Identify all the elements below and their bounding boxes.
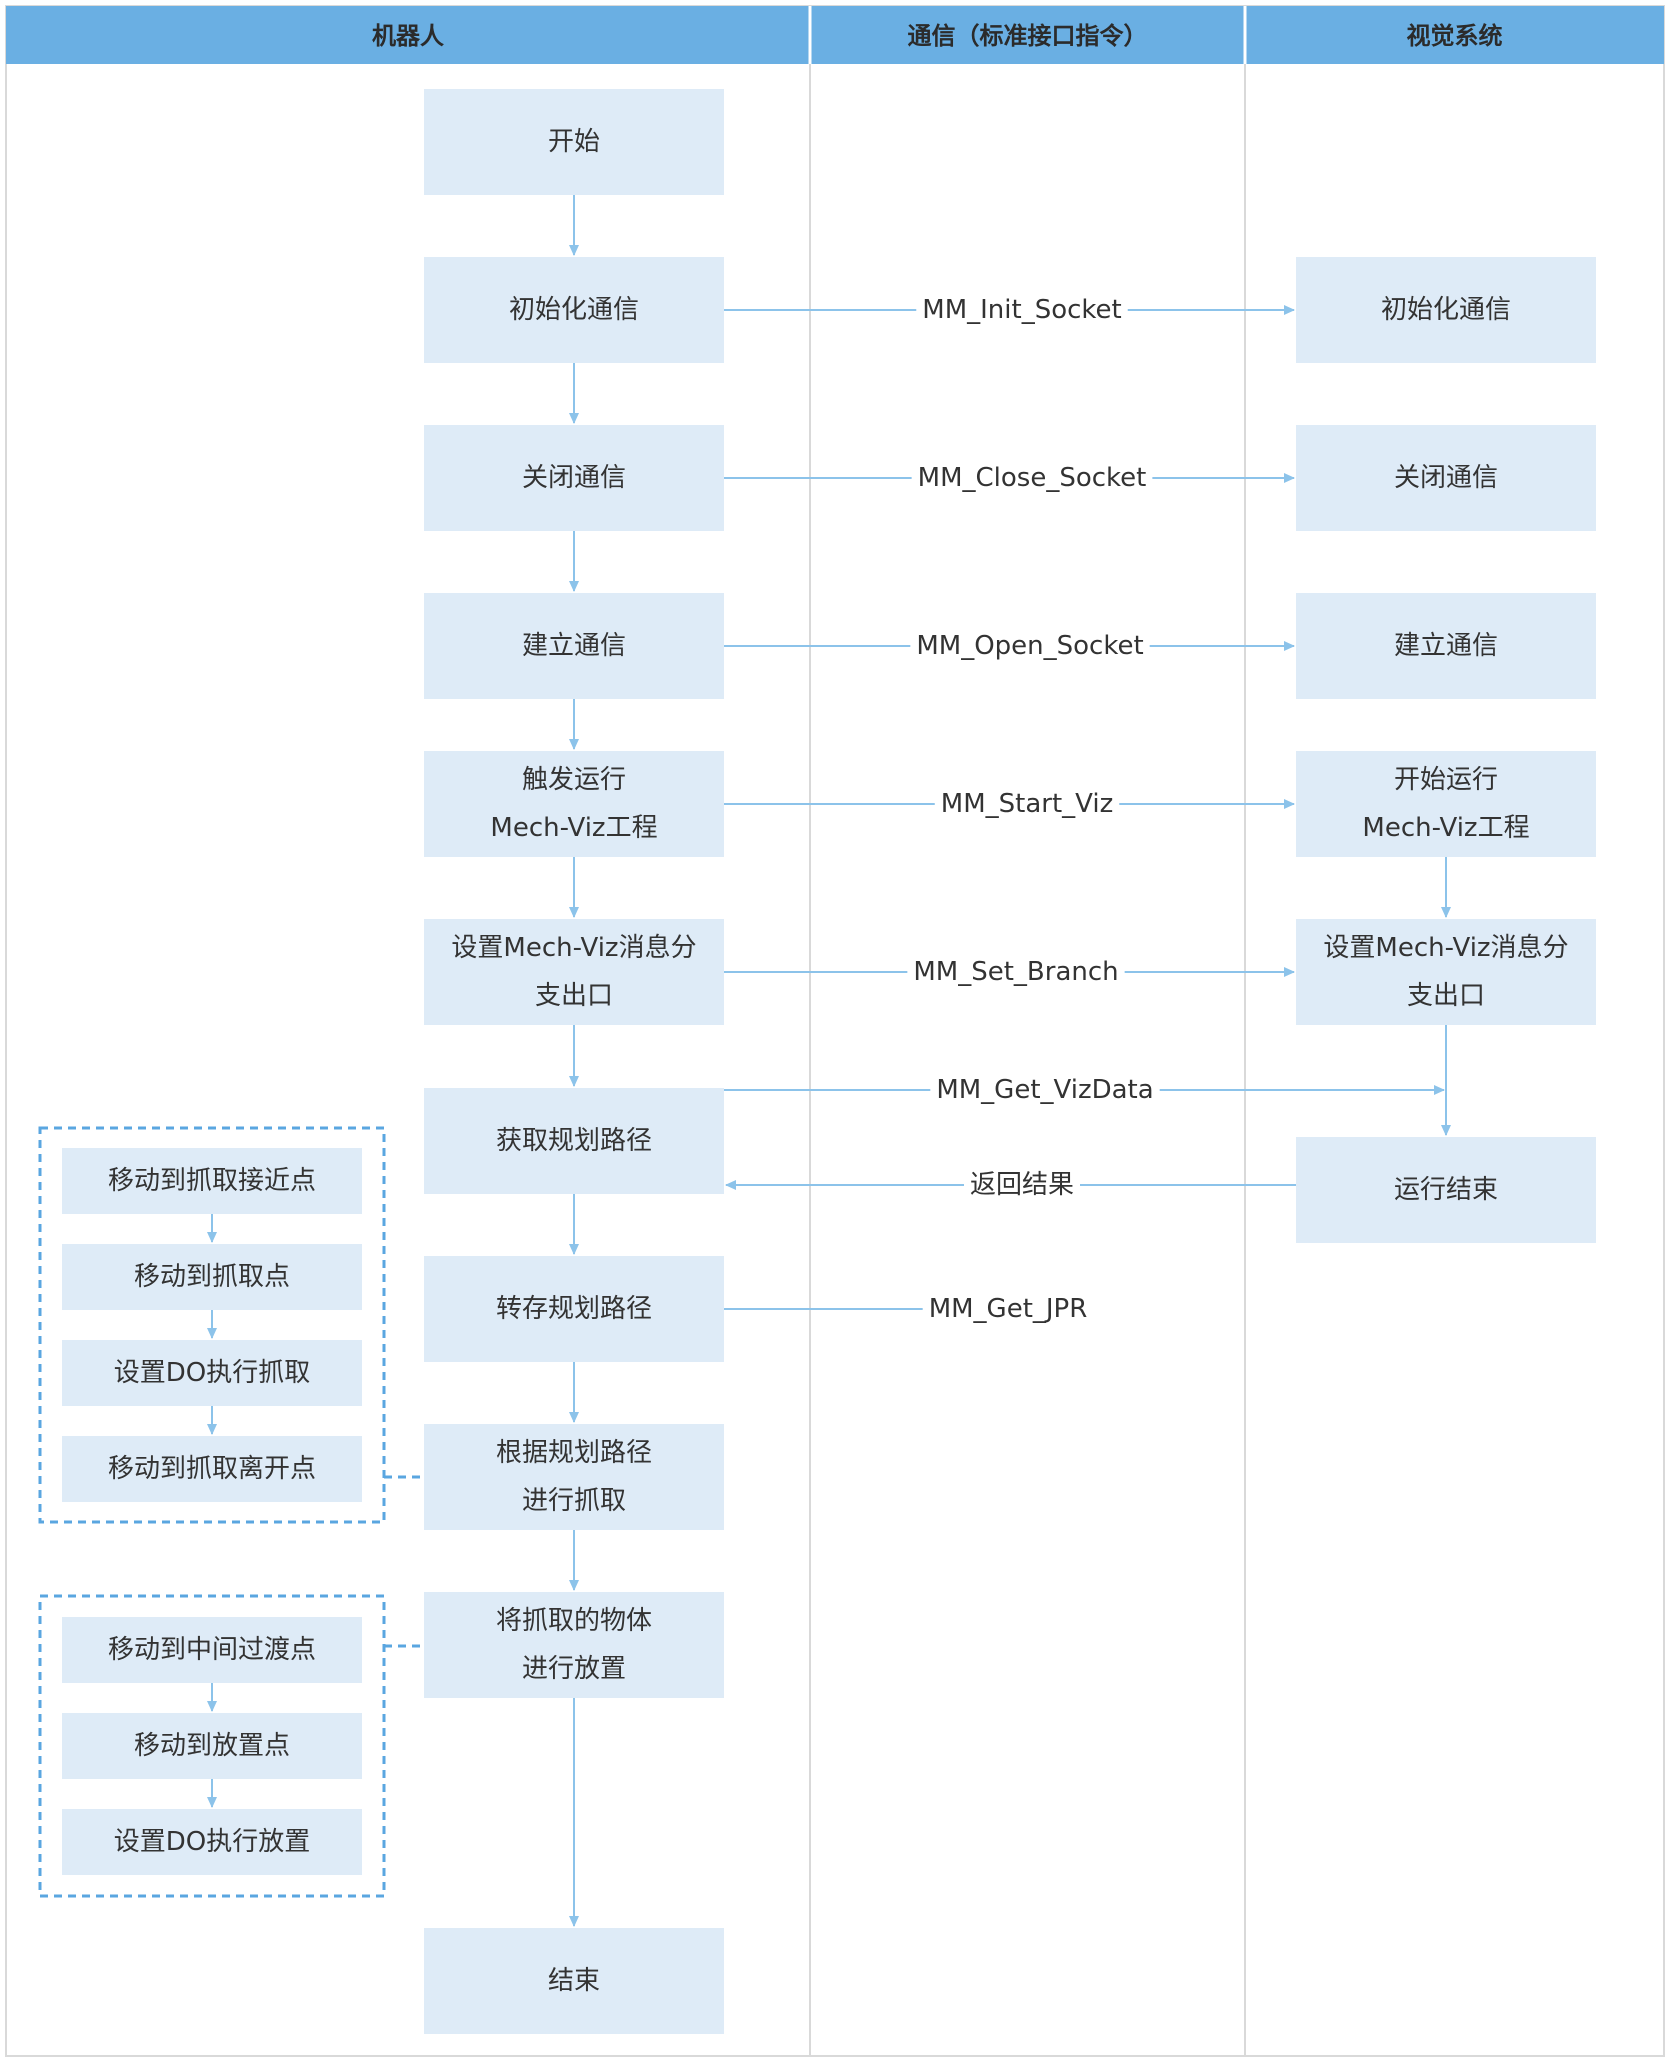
node-label-r_trigger-line1: 触发运行 (522, 765, 626, 795)
node-label-r_place-line1: 将抓取的物体 (496, 1606, 652, 1636)
pick-step-label-4: 移动到抓取离开点 (108, 1454, 316, 1484)
node-label-v_end: 运行结束 (1394, 1175, 1498, 1205)
node-label-r_get: 获取规划路径 (496, 1126, 652, 1156)
node-label-v_branch-line1: 设置Mech-Viz消息分 (1323, 933, 1568, 963)
place-step-label-3: 设置DO执行放置 (114, 1827, 311, 1857)
pick-step-3 (62, 1340, 362, 1406)
node-v_end (1296, 1137, 1596, 1243)
node-label-v_start-line1: 开始运行 (1394, 765, 1498, 795)
place-group (38, 1594, 386, 1898)
node-r_start (424, 89, 724, 195)
node-label-v_open: 建立通信 (1394, 631, 1498, 661)
node-v_close (1296, 425, 1596, 531)
node-r_store (424, 1256, 724, 1362)
node-v_open (1296, 593, 1596, 699)
lane-title-comm: 通信（标准接口指令） (908, 22, 1148, 50)
node-label-v_init: 初始化通信 (1381, 295, 1511, 325)
place-step-1 (62, 1617, 362, 1683)
message-label-m_getviz: MM_Get_VizData (936, 1075, 1153, 1105)
pick-step-2 (62, 1244, 362, 1310)
node-label-r_branch-line2: 支出口 (535, 981, 613, 1011)
message-label-m_close: MM_Close_Socket (918, 463, 1147, 493)
node-v_branch (1296, 919, 1596, 1025)
node-label-r_pick-line1: 根据规划路径 (496, 1438, 652, 1468)
node-label-r_place-line2: 进行放置 (522, 1654, 626, 1684)
node-label-r_start: 开始 (548, 127, 600, 157)
pick-step-1 (62, 1148, 362, 1214)
node-r_branch (424, 919, 724, 1025)
pick-step-label-1: 移动到抓取接近点 (108, 1166, 316, 1196)
node-r_close (424, 425, 724, 531)
node-label-r_pick-line2: 进行抓取 (522, 1486, 626, 1516)
message-label-bg (922, 1292, 1094, 1326)
place-step-label-1: 移动到中间过渡点 (108, 1635, 316, 1665)
node-label-v_start-line2: Mech-Viz工程 (1362, 813, 1529, 843)
message-label-m_jpr: MM_Get_JPR (929, 1294, 1088, 1324)
node-label-r_open: 建立通信 (522, 631, 626, 661)
node-r_get (424, 1088, 724, 1194)
node-r_end (424, 1928, 724, 2034)
message-label-bg (910, 629, 1150, 663)
pick-group (38, 1126, 386, 1524)
node-label-v_close: 关闭通信 (1394, 463, 1498, 493)
node-label-r_branch-line1: 设置Mech-Viz消息分 (451, 933, 696, 963)
node-r_open (424, 593, 724, 699)
node-v_init (1296, 257, 1596, 363)
pick-step-label-3: 设置DO执行抓取 (114, 1358, 311, 1388)
message-label-bg (911, 461, 1153, 495)
node-label-r_store: 转存规划路径 (496, 1294, 652, 1324)
place-step-2 (62, 1713, 362, 1779)
place-step-3 (62, 1809, 362, 1875)
lane-header-vision (1245, 6, 1664, 64)
lane-title-robot: 机器人 (372, 22, 444, 50)
message-label-bg (930, 1073, 1160, 1107)
node-label-r_trigger-line2: Mech-Viz工程 (490, 813, 657, 843)
message-label-m_return: 返回结果 (970, 1170, 1074, 1200)
message-label-m_init: MM_Init_Socket (922, 295, 1121, 325)
pick-step-label-2: 移动到抓取点 (134, 1262, 290, 1292)
lane-header-comm (810, 6, 1245, 64)
node-r_trigger (424, 751, 724, 857)
lane-title-vision: 视觉系统 (1407, 22, 1503, 50)
node-r_place (424, 1592, 724, 1698)
message-label-m_start: MM_Start_Viz (941, 789, 1113, 819)
message-label-bg (907, 955, 1125, 989)
node-label-r_init: 初始化通信 (509, 295, 639, 325)
message-label-m_open: MM_Open_Socket (916, 631, 1143, 661)
message-label-bg (963, 1168, 1081, 1202)
node-label-r_end: 结束 (548, 1966, 600, 1996)
pick-step-4 (62, 1436, 362, 1502)
node-label-v_branch-line2: 支出口 (1407, 981, 1485, 1011)
node-r_pick (424, 1424, 724, 1530)
message-label-bg (916, 293, 1128, 327)
message-label-m_branch: MM_Set_Branch (913, 957, 1118, 987)
message-label-bg (934, 787, 1120, 821)
node-r_init (424, 257, 724, 363)
node-label-r_close: 关闭通信 (522, 463, 626, 493)
lane-header-robot (6, 6, 810, 64)
node-v_start (1296, 751, 1596, 857)
place-step-label-2: 移动到放置点 (134, 1731, 290, 1761)
